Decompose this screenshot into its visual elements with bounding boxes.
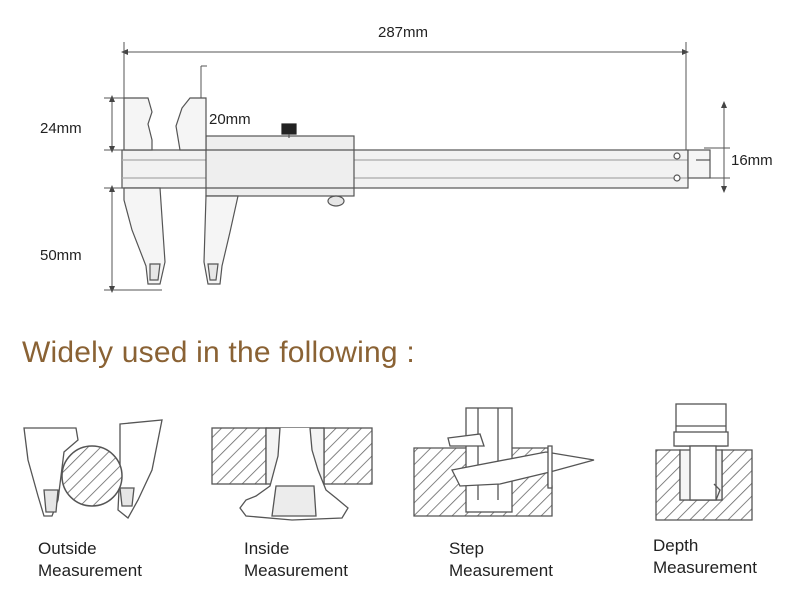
caliper-slider [205, 135, 355, 197]
dim-label-inner-jaw-height: 24mm [40, 120, 82, 137]
uses-headline: Widely used in the following : [22, 336, 415, 369]
sliding-inner-jaw [175, 97, 207, 151]
outside-measurement-icon [23, 419, 163, 519]
caption-line2: Measurement [449, 561, 553, 580]
caliper [121, 97, 711, 285]
caption-line1: Step [449, 539, 484, 558]
step-measurement-icon [413, 407, 595, 517]
dim-label-total-length: 287mm [378, 24, 429, 41]
dimension-lines [104, 42, 730, 293]
caption-line2: Measurement [244, 561, 348, 580]
caption-line1: Outside [38, 539, 97, 558]
caption-depth-measurement: Depth Measurement [653, 535, 757, 579]
dim-label-inner-jaw-gap: 20mm [209, 111, 251, 128]
caption-line2: Measurement [653, 558, 757, 577]
caption-step-measurement: Step Measurement [449, 538, 553, 582]
caption-line2: Measurement [38, 561, 142, 580]
fixed-inner-jaw [123, 97, 153, 151]
fixed-outer-jaw [123, 187, 166, 285]
caption-outside-measurement: Outside Measurement [38, 538, 142, 582]
inside-measurement-icon [211, 427, 373, 521]
dim-label-beam-width: 16mm [731, 152, 773, 169]
caption-line1: Depth [653, 536, 699, 555]
caption-line1: Inside [244, 539, 290, 558]
caption-inside-measurement: Inside Measurement [244, 538, 348, 582]
dim-label-outer-jaw-height: 50mm [40, 247, 82, 264]
sliding-outer-jaw [203, 195, 239, 285]
depth-measurement-icon [655, 403, 753, 521]
